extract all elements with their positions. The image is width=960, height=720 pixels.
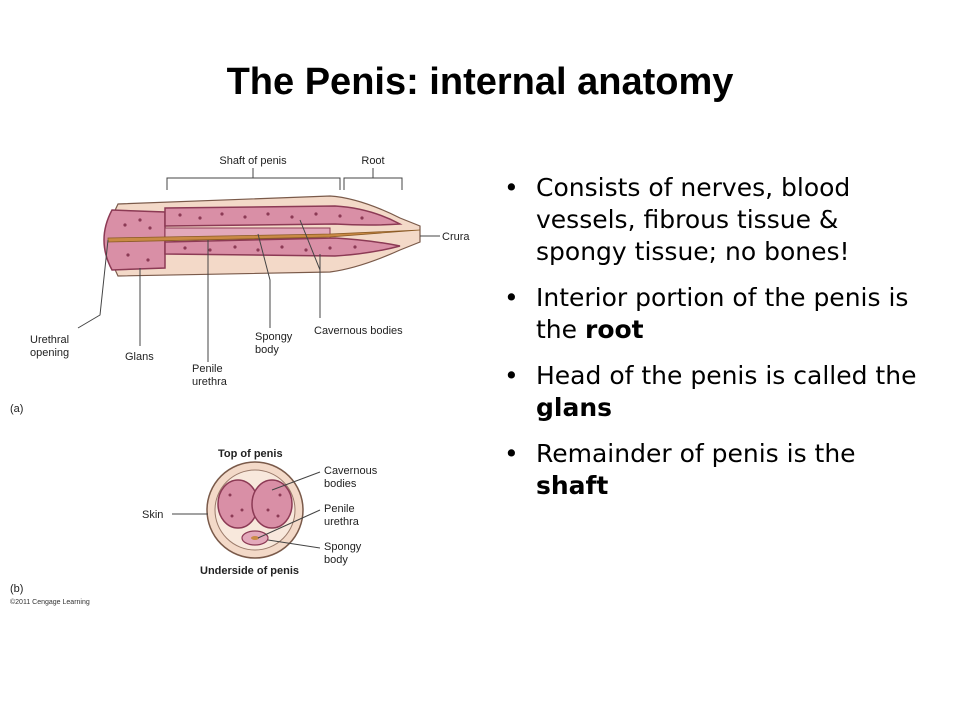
bullet-dot-icon: •: [504, 439, 519, 468]
panel-label-a: (a): [10, 403, 23, 415]
bullet-text: Remainder of penis is the: [536, 439, 856, 468]
label-penile-urethra-1: Penile: [192, 363, 223, 375]
bullet-bold-term: root: [584, 315, 644, 344]
label-spongy-body-1: Spongy: [255, 331, 293, 343]
label-spongy-b-1: Spongy: [324, 541, 362, 553]
panel-label-b: (b): [10, 583, 23, 595]
bullet-bold-term: glans: [536, 393, 613, 422]
label-cavernous-2: bodies: [324, 478, 357, 490]
label-spongy-body-2: body: [255, 344, 279, 356]
bullet-item: • Interior portion of the penis is the ro…: [500, 282, 920, 346]
bullet-text: Interior portion of the penis is the: [536, 283, 909, 344]
label-urethral-opening-2: opening: [30, 347, 69, 359]
bullet-dot-icon: •: [504, 173, 519, 202]
label-crura: Crura: [442, 231, 470, 243]
label-glans: Glans: [125, 351, 154, 363]
bullet-bold-term: shaft: [536, 471, 609, 500]
slide-title: The Penis: internal anatomy: [226, 61, 734, 103]
tissue-texture: [123, 212, 364, 262]
label-penile-urethra-b-1: Penile: [324, 503, 355, 515]
bullet-list: • Consists of nerves, blood vessels, fibr…: [500, 172, 920, 516]
bullet-dot-icon: •: [504, 283, 519, 312]
anatomy-figure: Shaft of penis Root: [10, 155, 470, 606]
bullet-text: Head of the penis is called the: [536, 361, 917, 390]
label-spongy-b-2: body: [324, 554, 348, 566]
label-underside-of-penis: Underside of penis: [200, 565, 299, 577]
label-penile-urethra-b-2: urethra: [324, 516, 360, 528]
figure-b: Top of penis Underside of penis Skin Cav…: [10, 448, 378, 606]
bullet-dot-icon: •: [504, 361, 519, 390]
bullet-text: Consists of nerves, blood vessels, fibro…: [536, 173, 851, 266]
label-top-of-penis: Top of penis: [218, 448, 283, 460]
cavernous-body-upper: [164, 205, 403, 227]
bullet-item: • Consists of nerves, blood vessels, fibr…: [500, 172, 920, 268]
copyright-credit: ©2011 Cengage Learning: [10, 598, 90, 606]
cross-urethra: [251, 536, 259, 540]
bullet-item: • Head of the penis is called the glans: [500, 360, 920, 424]
cross-cavernous-right: [251, 479, 293, 529]
label-penile-urethra-2: urethra: [192, 376, 228, 388]
label-cavernous-1: Cavernous: [324, 465, 378, 477]
figure-a: Shaft of penis Root: [10, 155, 470, 415]
label-urethral-opening-1: Urethral: [30, 334, 69, 346]
label-cavernous-bodies: Cavernous bodies: [314, 325, 403, 337]
label-root: Root: [361, 155, 384, 167]
label-skin: Skin: [142, 509, 163, 521]
label-shaft: Shaft of penis: [219, 155, 287, 167]
bullet-item: • Remainder of penis is the shaft: [500, 438, 920, 502]
